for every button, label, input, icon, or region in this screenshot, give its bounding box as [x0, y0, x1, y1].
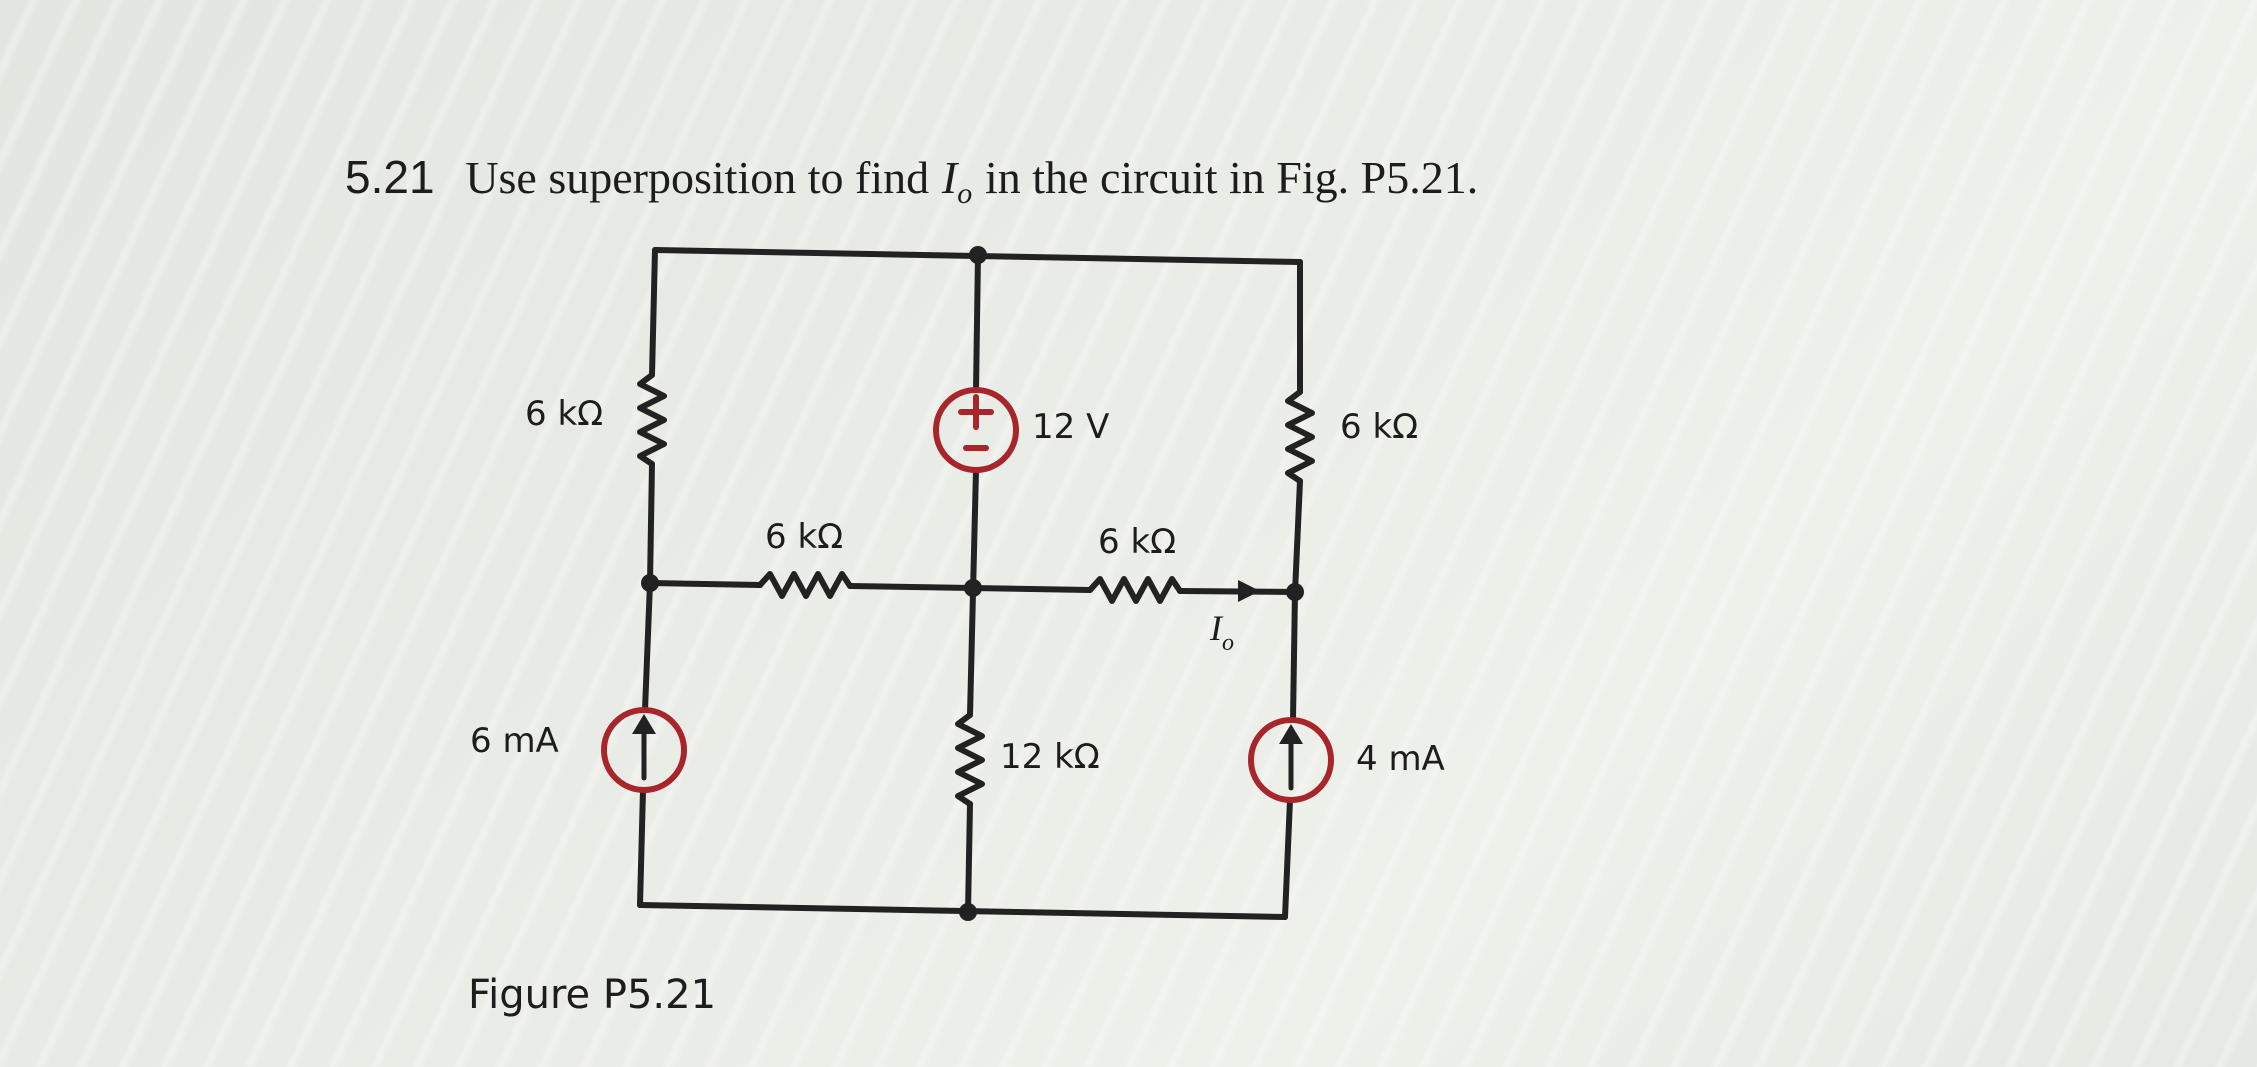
middle-right-resistor-label: 6 kΩ — [1098, 522, 1176, 562]
left-resistor-zigzag — [637, 372, 667, 467]
right-current-source-circle — [1248, 717, 1334, 803]
middle-wire-left — [647, 580, 763, 588]
node-top-center — [969, 246, 987, 264]
voltage-source-circle — [933, 387, 1019, 473]
current-arrow-head — [1238, 580, 1260, 602]
problem-number: 5.21 — [345, 151, 435, 203]
middle-left-resistor-zigzag — [757, 571, 853, 599]
voltage-source-label: 12 V — [1032, 407, 1109, 447]
right-wire-bottom — [1282, 797, 1293, 920]
right-resistor-label: 6 kΩ — [1340, 407, 1418, 447]
left-current-source-circle — [601, 707, 687, 793]
problem-text-before: Use superposition to find — [465, 152, 930, 203]
left-current-source-label: 6 mA — [470, 721, 559, 761]
right-current-source-arrow-head — [1279, 724, 1303, 744]
middle-wire-right — [1177, 588, 1298, 595]
problem-text-after: in the circuit in Fig. P5.21. — [985, 152, 1479, 203]
problem-statement: 5.21 Use superposition to find Io in the… — [345, 150, 1478, 211]
node-mid-right — [1286, 583, 1304, 601]
left-resistor-label: 6 kΩ — [525, 394, 603, 434]
right-current-source-label: 4 mA — [1356, 739, 1445, 779]
right-resistor-zigzag — [1285, 389, 1315, 484]
node-bottom-center — [959, 903, 977, 921]
center-resistor-zigzag — [955, 712, 985, 807]
center-wire-top — [973, 252, 981, 393]
left-wire-bottom — [637, 787, 646, 908]
center-wire-bottom — [965, 801, 973, 915]
problem-variable-subscript: o — [957, 177, 973, 210]
middle-left-resistor-label: 6 kΩ — [765, 517, 843, 557]
center-resistor-label: 12 kΩ — [1000, 737, 1100, 777]
left-wire-top — [649, 247, 658, 378]
problem-variable: I — [941, 152, 958, 203]
left-current-source-arrow-head — [632, 714, 656, 734]
figure-caption: Figure P5.21 — [468, 972, 717, 1018]
current-label: Io — [1209, 608, 1234, 656]
middle-right-resistor-zigzag — [1087, 576, 1183, 604]
node-mid-center — [964, 579, 982, 597]
node-mid-left — [641, 574, 659, 592]
